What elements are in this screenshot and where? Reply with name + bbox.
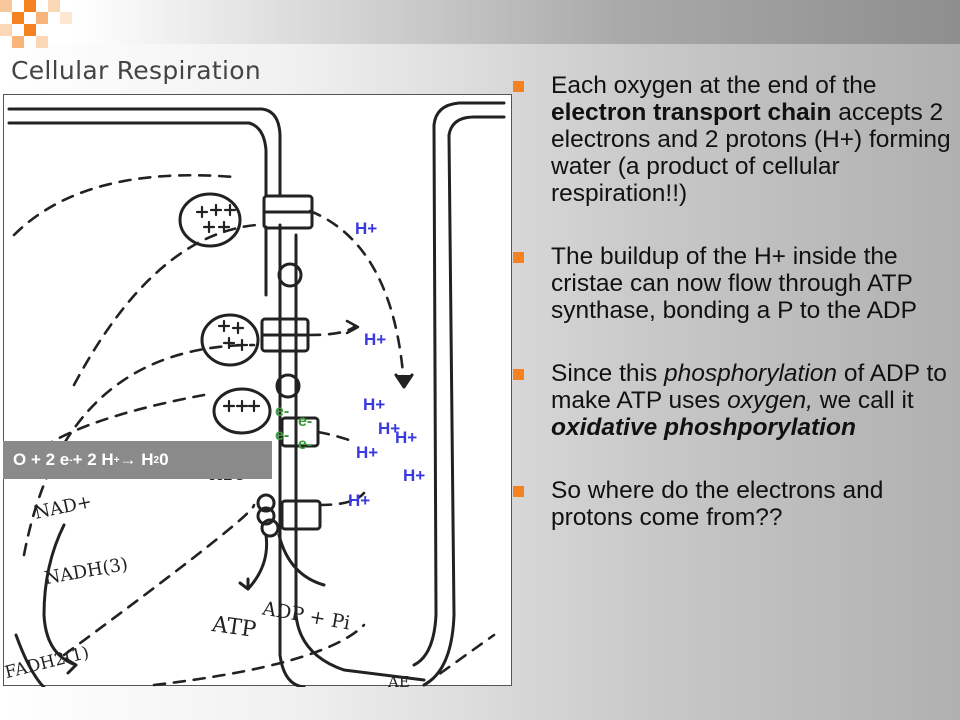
bullet-text: So where do the electrons and protons co… [551, 477, 883, 531]
bullet-marker [513, 369, 524, 380]
bullet-segment: Each oxygen at the end of the [551, 72, 877, 99]
bullet-segment: The buildup of the H+ inside the cristae… [551, 243, 917, 324]
inner-membrane-outer [278, 223, 306, 687]
bullet-segment: oxidative phoshporylation [551, 414, 856, 441]
proton-label: H+ [395, 428, 418, 447]
proton-label: H+ [403, 466, 426, 485]
equation-sup: + [113, 454, 120, 466]
equation-part: + 2 H [72, 450, 114, 469]
bullet-segment: oxygen, [727, 387, 813, 414]
bullet-text: Each oxygen at the end of the electron t… [551, 72, 951, 207]
ae-label: AE [388, 673, 410, 691]
bullet-marker [513, 81, 524, 92]
bullet-segment: of ADP to make ATP uses [551, 360, 947, 414]
bullet-text: Since this phosphorylation of ADP to mak… [551, 360, 947, 441]
bullet-segment: So where do the electrons and protons co… [551, 477, 884, 531]
bullet-item: Each oxygen at the end of the electron t… [513, 72, 953, 207]
bullet-segment: we call it [812, 387, 914, 414]
equation-part: 0 [159, 450, 169, 469]
bullet-marker [513, 252, 524, 263]
atp-synthase [280, 499, 322, 531]
bullet-text: The buildup of the H+ inside the cristae… [551, 243, 917, 324]
electron-label: e- [275, 403, 290, 420]
proton-label: H+ [364, 330, 387, 349]
bullet-item: So where do the electrons and protons co… [513, 477, 953, 531]
crista-membrane [432, 101, 506, 127]
electron-label: e- [298, 436, 313, 453]
proton-label: H+ [348, 491, 371, 510]
bullet-segment: phosphorylation [664, 360, 838, 387]
bullet-marker [513, 486, 524, 497]
electron-label: e- [298, 413, 313, 430]
bullet-segment: accepts 2 electrons and 2 protons (H+) f… [551, 99, 951, 207]
ubiquinone [277, 262, 303, 288]
header-band [0, 0, 960, 44]
equation-part: O + 2 e [13, 450, 70, 469]
bullet-segment: electron transport chain [551, 99, 832, 126]
cytochrome-c [275, 373, 301, 399]
equation-sub: 2 [153, 454, 160, 466]
electron-transport-diagram: NAD+ NADH(3) ATP ADP + Pi H2O FADH2(1) A… [3, 94, 512, 691]
bullet-segment: Since this [551, 360, 665, 387]
equation-sup: - [69, 454, 73, 466]
complex-1-cloud [178, 192, 242, 248]
diagram-drawing [7, 101, 506, 687]
equation-part: → H [119, 450, 154, 469]
outer-membrane [7, 107, 282, 197]
bullet-item: The buildup of the H+ inside the cristae… [513, 243, 953, 324]
slide-title: Cellular Respiration [11, 56, 262, 85]
proton-label: H+ [363, 395, 386, 414]
electron-label: e- [275, 427, 290, 444]
proton-label: H+ [355, 219, 378, 238]
bullet-list: Each oxygen at the end of the electron t… [513, 72, 953, 567]
bullet-item: Since this phosphorylation of ADP to mak… [513, 360, 953, 441]
proton-label: H+ [356, 443, 379, 462]
proton-label: H+ [378, 419, 401, 438]
